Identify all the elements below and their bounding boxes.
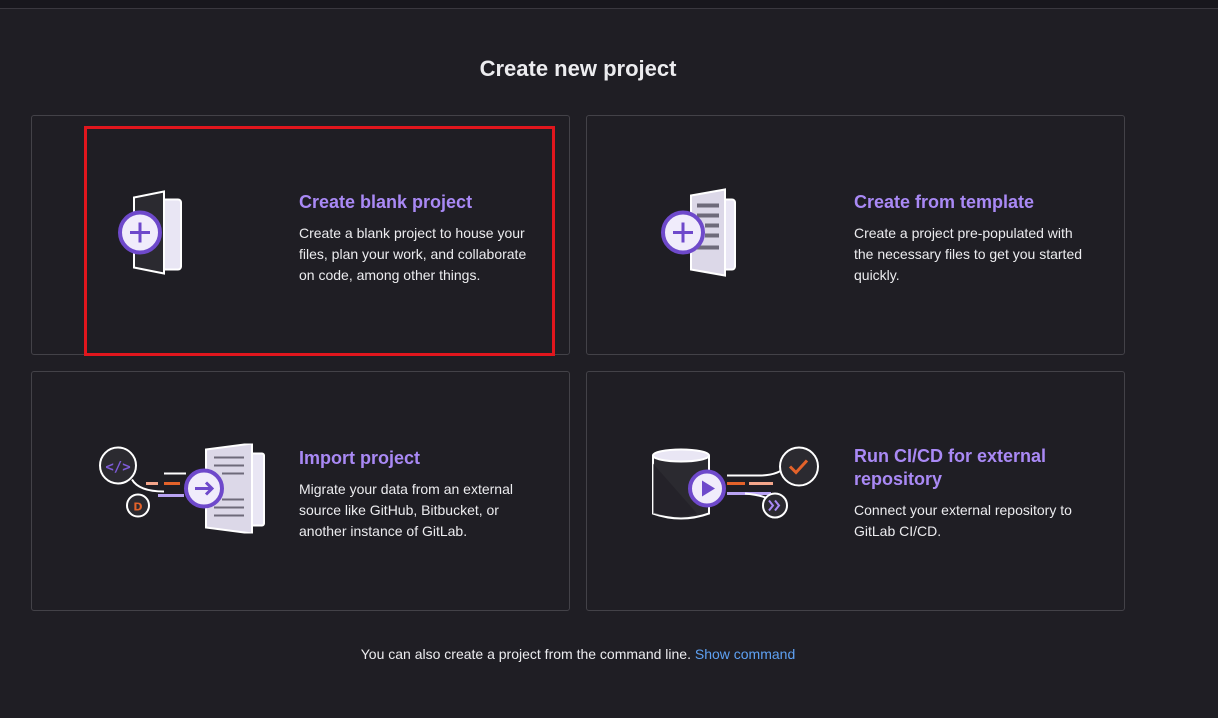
card-description: Create a project pre-populated with the …: [854, 225, 1083, 283]
card-title: Run CI/CD for external repository: [854, 446, 1047, 489]
cicd-external-repo-icon: [649, 444, 829, 539]
page-title: Create new project: [479, 56, 677, 81]
footer-text: You can also create a project from the c…: [360, 646, 691, 662]
import-project-card[interactable]: </> D Import project Migrate: [31, 371, 570, 611]
svg-text:</>: </>: [105, 460, 130, 476]
import-project-icon: </> D: [94, 442, 269, 539]
card-description: Create a blank project to house your fil…: [299, 225, 527, 283]
footer-command-line-note: You can also create a project from the c…: [0, 646, 1156, 662]
blank-project-icon: [92, 188, 192, 283]
show-command-link[interactable]: Show command: [694, 646, 796, 662]
top-bar: [0, 0, 1218, 9]
run-cicd-external-repo-card[interactable]: Run CI/CD for external repository Connec…: [586, 371, 1125, 611]
svg-text:D: D: [133, 501, 142, 514]
card-title: Import project: [299, 448, 421, 468]
card-title: Create blank project: [299, 192, 473, 212]
create-from-template-card[interactable]: Create from template Create a project pr…: [586, 115, 1125, 355]
card-description: Connect your external repository to GitL…: [854, 502, 1072, 539]
card-title: Create from template: [854, 192, 1035, 212]
template-project-icon: [647, 188, 747, 283]
card-description: Migrate your data from an external sourc…: [299, 481, 513, 539]
create-blank-project-card[interactable]: Create blank project Create a blank proj…: [31, 115, 570, 355]
